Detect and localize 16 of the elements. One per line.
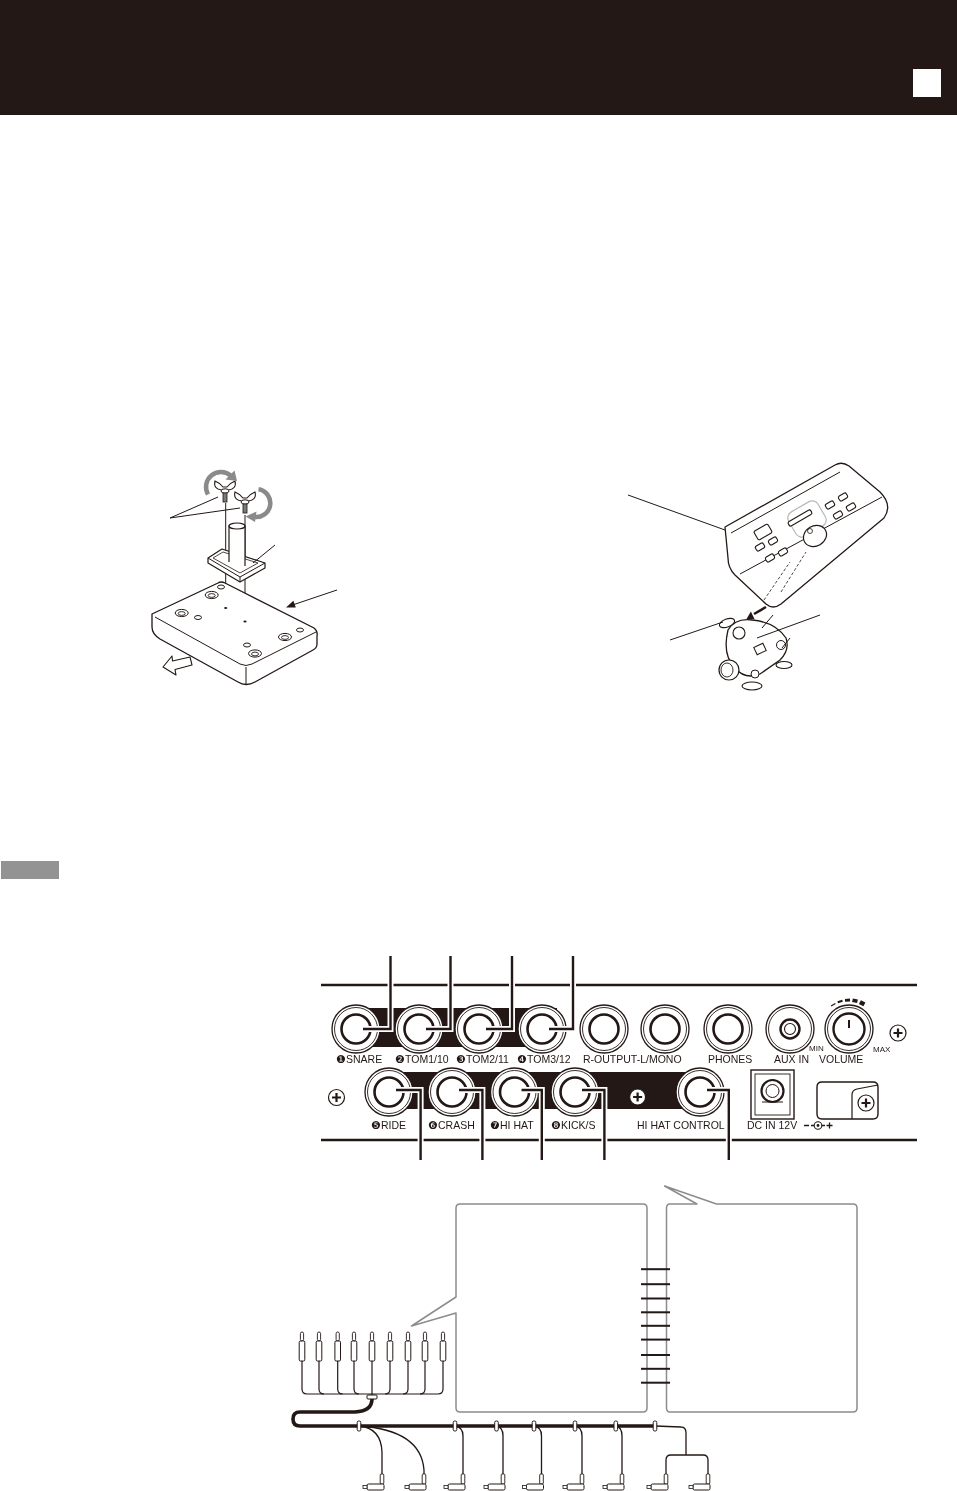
jack-label: ❼HI HAT [490,1120,534,1131]
jack-label: ❶SNARE [336,1054,383,1065]
jack-label: ❹TOM3/12 [517,1054,571,1065]
jack-label: ❻CRASH [428,1120,475,1131]
jack-label: HI HAT CONTROL [637,1120,725,1131]
jack-label: ❸TOM2/11 [456,1054,509,1065]
jack-label: ❷TOM1/10 [395,1054,449,1065]
jack-label: PHONES [708,1054,753,1065]
scale-label: MAX [873,1046,891,1054]
jack-label: AUX IN [774,1054,809,1065]
scale-label: MIN [809,1045,824,1053]
jack-label: ❽KICK/S [551,1120,596,1131]
jack-label: ❺RIDE [371,1120,407,1131]
jack-label: R-OUTPUT-L/MONO [583,1054,682,1065]
jack-label: DC IN 12V [747,1120,798,1131]
knob-label: VOLUME [819,1054,864,1065]
